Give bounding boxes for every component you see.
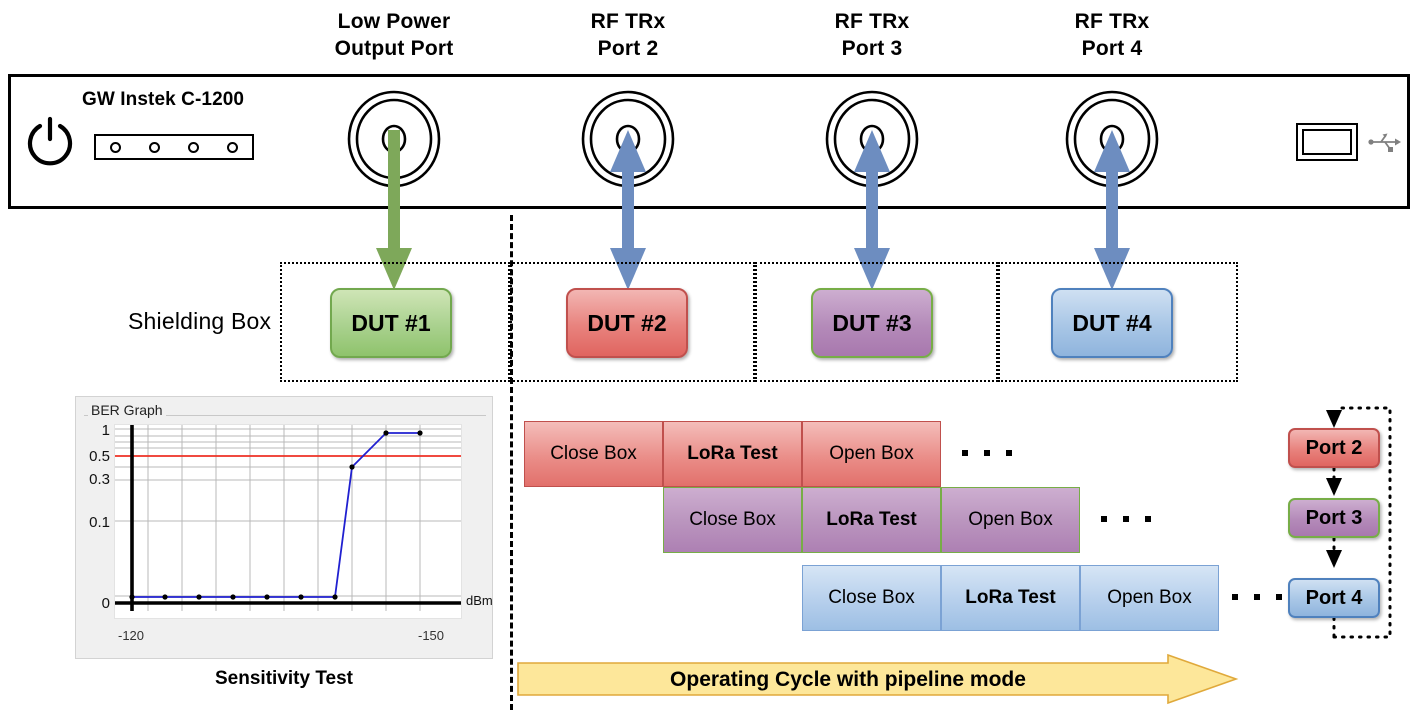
port-caption-rf-trx-port-2: RF TRx Port 2: [548, 8, 708, 62]
operating-cycle-banner-label: Operating Cycle with pipeline mode: [670, 668, 1026, 691]
port-caption-line1: Low Power: [337, 10, 451, 33]
dut-box-2[interactable]: DUT #2: [566, 288, 688, 358]
operating-cycle-banner: [517, 653, 1239, 705]
shielding-cell-dut1: [280, 262, 510, 382]
port-caption-rf-trx-port-3: RF TRx Port 3: [792, 8, 952, 62]
port-caption-rf-trx-port-4: RF TRx Port 4: [1032, 8, 1192, 62]
led-indicator: [110, 141, 121, 153]
ber-graph-panel: BER Graph 1 0.5 0.3 0.1 0: [75, 396, 493, 659]
connection-arrow-port2-to-dut2: [606, 130, 650, 292]
led-indicator: [227, 141, 238, 153]
port-caption-low-power-output: Low Power Output Port: [314, 8, 474, 62]
ber-y-tick: 0.3: [89, 471, 110, 488]
port-cycle-loop-icon: [1280, 400, 1420, 645]
dut-box-3[interactable]: DUT #3: [811, 288, 933, 358]
port-caption-line1: RF TRx: [834, 10, 910, 33]
usb-icon: [1368, 128, 1402, 156]
port-caption-line2: Port 4: [1081, 37, 1143, 60]
connection-arrow-port3-to-dut3: [850, 130, 894, 292]
port-caption-line2: Output Port: [334, 37, 454, 60]
port-caption-line1: RF TRx: [1074, 10, 1150, 33]
port-cycle-badge-port2[interactable]: Port 2: [1288, 428, 1380, 468]
ber-data-points: [129, 430, 423, 600]
led-indicator: [188, 141, 199, 153]
ber-x-axis-label: dBm: [466, 593, 493, 608]
lan-jack-icon: [1296, 123, 1358, 161]
port-caption-line1: RF TRx: [590, 10, 666, 33]
dut-box-4[interactable]: DUT #4: [1051, 288, 1173, 358]
instrument-chassis: [8, 74, 1410, 209]
port-cycle-badge-port3[interactable]: Port 3: [1288, 498, 1380, 538]
pipeline-cell-row1-open[interactable]: Open Box: [802, 421, 941, 487]
shielding-cell-dut4: [998, 262, 1238, 382]
shielding-box-label: Shielding Box: [128, 308, 272, 334]
ber-y-tick: 1: [101, 422, 110, 439]
port-caption-line2: Port 2: [597, 37, 659, 60]
ber-x-tick: -120: [118, 628, 145, 643]
pipeline-ellipsis-row2: [1101, 516, 1151, 522]
ber-plot-area: [114, 424, 462, 619]
ber-y-tick: 0: [101, 595, 110, 612]
connection-arrow-port4-to-dut4: [1090, 130, 1134, 292]
port-cycle-badge-port4[interactable]: Port 4: [1288, 578, 1380, 618]
pipeline-cell-row2-close[interactable]: Close Box: [663, 487, 802, 553]
connection-arrow-low-power-to-dut1: [372, 130, 416, 292]
pipeline-ellipsis-row3: [1232, 594, 1282, 600]
pipeline-cell-row3-test[interactable]: LoRa Test: [941, 565, 1080, 631]
shielding-cell-dut3: [755, 262, 998, 382]
sensitivity-test-caption: Sensitivity Test: [215, 668, 353, 689]
ber-y-tick: 0.5: [89, 448, 110, 465]
led-indicator-bar: [94, 134, 254, 160]
pipeline-cell-row3-open[interactable]: Open Box: [1080, 565, 1219, 631]
pipeline-cell-row1-close[interactable]: Close Box: [524, 421, 663, 487]
pipeline-cell-row1-test[interactable]: LoRa Test: [663, 421, 802, 487]
pipeline-cell-row2-test[interactable]: LoRa Test: [802, 487, 941, 553]
ber-y-tick: 0.1: [89, 514, 110, 531]
pipeline-cell-row2-open[interactable]: Open Box: [941, 487, 1080, 553]
dut-box-1[interactable]: DUT #1: [330, 288, 452, 358]
port-caption-line2: Port 3: [841, 37, 903, 60]
section-divider: [510, 215, 513, 710]
power-icon[interactable]: [26, 116, 74, 166]
ber-plot-svg: [115, 425, 461, 611]
instrument-brand-label: GW Instek C-1200: [82, 89, 245, 110]
pipeline-cell-row3-close[interactable]: Close Box: [802, 565, 941, 631]
ber-graph-title: BER Graph: [88, 402, 166, 418]
ber-x-tick: -150: [418, 628, 445, 643]
ber-group-line: [84, 415, 486, 416]
ber-series-line: [132, 432, 420, 598]
led-indicator: [149, 141, 160, 153]
pipeline-ellipsis-row1: [962, 450, 1012, 456]
